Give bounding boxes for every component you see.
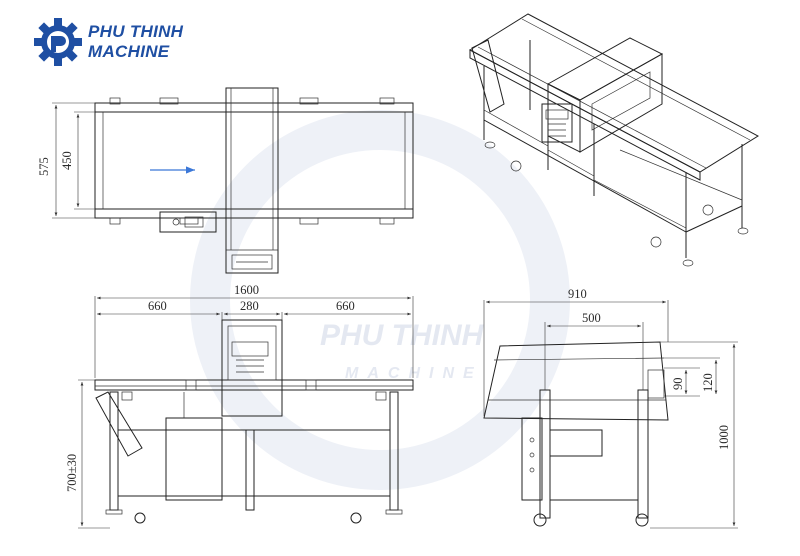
dim-280: 280: [240, 299, 259, 313]
brand-logo: [30, 14, 230, 70]
brand-name-line2: MACHINE: [88, 42, 170, 61]
dim-120: 120: [701, 373, 715, 392]
dim-500: 500: [582, 311, 601, 325]
dim-1600: 1600: [234, 283, 259, 297]
dim-660-left: 660: [148, 299, 167, 313]
dim-1000: 1000: [717, 425, 731, 450]
dim-910: 910: [568, 287, 587, 301]
dim-450: 450: [60, 151, 74, 170]
gear-icon: [34, 18, 82, 66]
top-view: 575 450: [37, 87, 414, 274]
dim-90: 90: [671, 378, 685, 391]
front-view: 1600 660 280 660 700±30: [65, 283, 414, 529]
dim-575: 575: [37, 157, 51, 176]
watermark-line1: PHU THINH: [320, 319, 485, 352]
dim-700: 700±30: [65, 454, 79, 492]
side-view: 910 500 90 120 1000: [483, 287, 738, 529]
dim-660-right: 660: [336, 299, 355, 313]
isometric-view: [468, 13, 760, 267]
brand-name-line1: PHU THINH: [88, 22, 184, 41]
watermark: PHU THINH MACHINE: [190, 110, 570, 490]
watermark-line2: MACHINE: [345, 365, 483, 382]
